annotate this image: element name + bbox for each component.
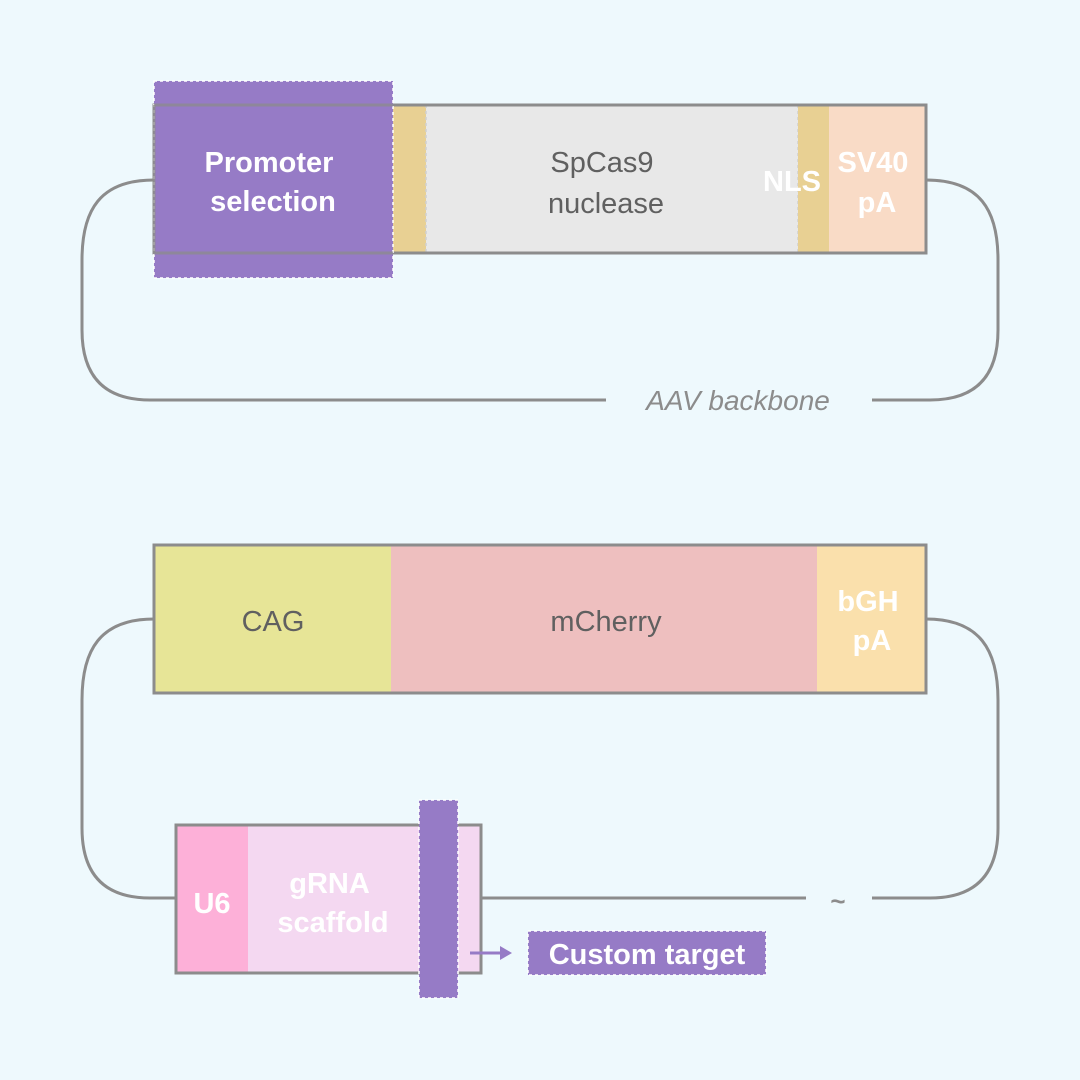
bgh-label: bGH pA <box>837 586 906 657</box>
cag-segment <box>154 545 391 693</box>
nls-segment-left <box>392 105 426 253</box>
scaffold-label: gRNA scaffold <box>277 868 388 939</box>
construct-2: CAG mCherry bGH pA U6 gRNA scaffold ~ Cu… <box>80 543 1000 999</box>
nls-label: NLS <box>763 166 821 198</box>
promoter-selection-block[interactable] <box>153 80 394 279</box>
backbone-line-2 <box>80 617 1000 900</box>
mcherry-segment <box>391 545 817 693</box>
cas9-label: SpCas9 nuclease <box>548 147 664 220</box>
sv40-segment <box>829 105 926 253</box>
guide-cassette-outline <box>174 823 483 975</box>
u6-label: U6 <box>193 888 230 920</box>
custom-target-label: Custom target <box>549 939 746 971</box>
promoter-label: Promoter selection <box>205 147 342 218</box>
sv40-label: SV40 pA <box>837 147 916 219</box>
custom-target-tag[interactable] <box>527 930 767 976</box>
custom-target-insert[interactable] <box>418 799 459 999</box>
backbone-line-1 <box>80 178 1000 402</box>
target-arrow-head <box>500 946 512 960</box>
construct-1: AAV backbone Promoter selection SpCas9 n… <box>80 80 1000 416</box>
backbone-label: AAV backbone <box>644 385 830 416</box>
cas9-segment <box>426 105 798 253</box>
construct-2-outline <box>152 543 928 695</box>
cag-label: CAG <box>242 606 305 638</box>
mcherry-label: mCherry <box>550 606 662 638</box>
nls-segment-right <box>798 105 829 253</box>
bgh-segment <box>817 545 926 693</box>
tilde-mark: ~ <box>830 886 845 916</box>
u6-segment <box>176 825 248 973</box>
